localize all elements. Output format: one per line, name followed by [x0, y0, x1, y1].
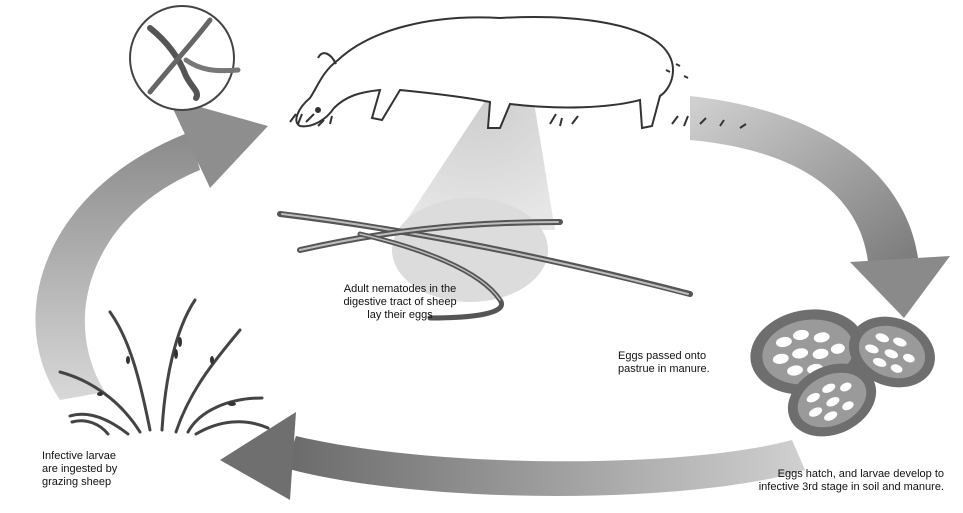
caption-line: Adult nematodes in the — [320, 283, 480, 296]
larvae-ingested-caption: Infective larvae are ingested by grazing… — [42, 450, 117, 489]
egg-cluster-icon — [744, 301, 945, 451]
caption-line: infective 3rd stage in soil and manure. — [608, 481, 944, 494]
caption-line: lay their eggs — [320, 309, 480, 322]
adult-nematodes-caption: Adult nematodes in the digestive tract o… — [320, 283, 480, 322]
caption-line: Infective larvae — [42, 450, 117, 463]
caption-line: Eggs hatch, and larvae develop to — [608, 468, 944, 481]
nematode-magnified-icon — [130, 6, 238, 110]
eggs-passed-caption: Eggs passed onto pastrue in manure. — [618, 350, 710, 376]
arrow-to-sheep — [35, 98, 268, 400]
caption-line: digestive tract of sheep — [320, 296, 480, 309]
arrow-to-eggs — [690, 96, 950, 318]
caption-line: pastrue in manure. — [618, 363, 710, 376]
caption-line: Eggs passed onto — [618, 350, 710, 363]
caption-line: are ingested by — [42, 463, 117, 476]
larvae-develop-caption: Eggs hatch, and larvae develop to infect… — [608, 468, 944, 494]
caption-line: grazing sheep — [42, 476, 117, 489]
